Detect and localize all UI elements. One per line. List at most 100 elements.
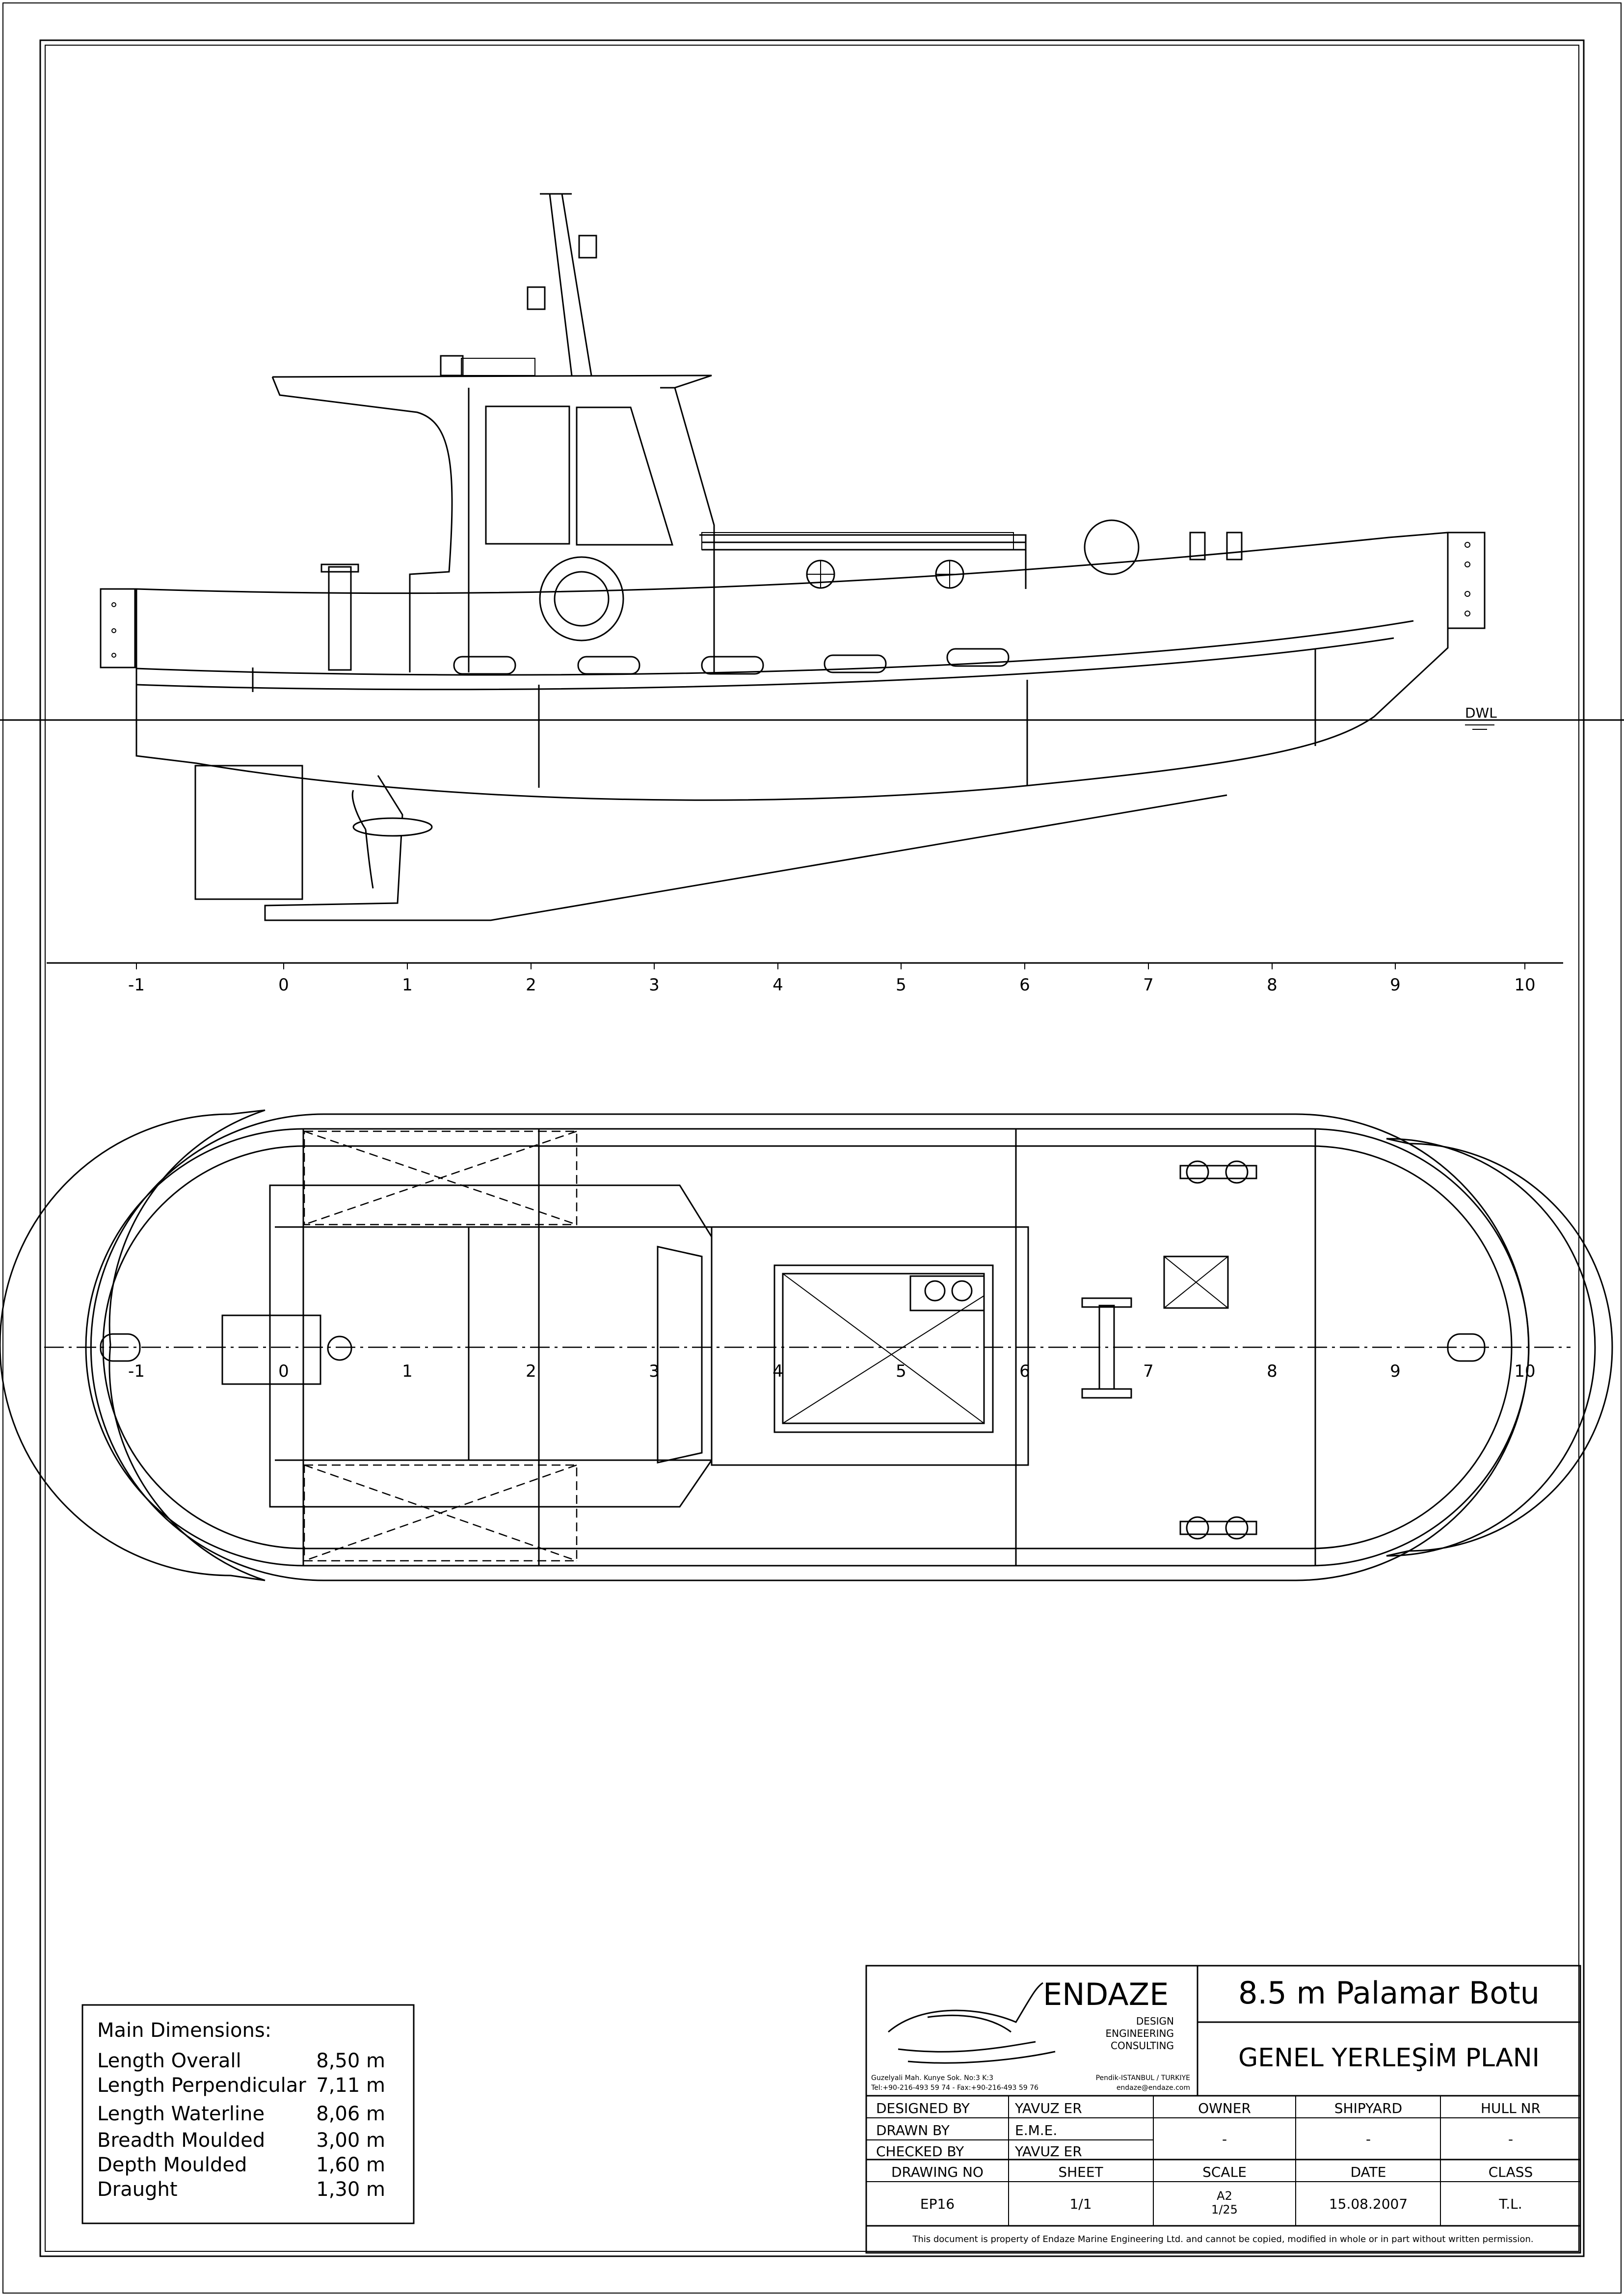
mast — [540, 193, 592, 376]
date-label: DATE — [1351, 2164, 1386, 2180]
sheet-frame-inner-border — [45, 45, 1579, 2252]
class: T.L. — [1498, 2196, 1522, 2212]
hull-nr: - — [1508, 2131, 1513, 2147]
engine-casing — [221, 1314, 321, 1385]
frame-label: 7 — [1143, 975, 1154, 995]
stern-chock — [100, 1333, 141, 1362]
bollard — [1189, 532, 1206, 561]
propeller-blade — [351, 790, 374, 889]
vent-cap — [951, 1280, 973, 1302]
main-dimensions-box: Main Dimensions: Length Overall 8,50 m L… — [81, 2004, 415, 2224]
drawing-title: GENEL YERLEŞİM PLANI — [1238, 2043, 1540, 2073]
exhaust-post — [328, 566, 352, 671]
shipyard: - — [1366, 2131, 1371, 2147]
frame-label: 6 — [1019, 1362, 1030, 1381]
dimension-label: Length Waterline — [97, 2103, 265, 2125]
company-city: Pendik-ISTANBUL / TURKIYE — [1096, 2074, 1190, 2082]
frame-label: 3 — [649, 1362, 660, 1381]
bow-fender — [1386, 1138, 1613, 1557]
company-address: Guzelyali Mah. Kunye Sok. No:3 K:3 — [871, 2074, 993, 2082]
propeller-hub — [352, 817, 433, 837]
bollard-post — [1225, 1516, 1249, 1540]
forward-hatch-cross — [1164, 1256, 1228, 1308]
stern-bulwark — [100, 588, 136, 668]
exhaust-cap — [320, 563, 359, 573]
title-block: ENDAZE DESIGN ENGINEERING CONSULTING Guz… — [865, 1965, 1581, 2254]
bow-bolt — [1464, 591, 1470, 597]
winch-flange — [1081, 1297, 1132, 1308]
mast-light — [578, 235, 597, 259]
stern-fender — [0, 1109, 266, 1581]
dimension-label: Breadth Moulded — [97, 2129, 265, 2152]
frame-label: 9 — [1390, 975, 1401, 995]
frame-label: -1 — [128, 975, 145, 995]
dimension-value: 7,11 m — [316, 2074, 385, 2097]
fuel-tank — [303, 1464, 578, 1562]
plan-wheelhouse-window — [657, 1246, 703, 1464]
scale-ratio: 1/25 — [1211, 2203, 1238, 2216]
plan-deck-edge — [85, 1128, 1530, 1567]
company-service: ENGINEERING — [1106, 2028, 1174, 2039]
copyright-notice: This document is property of Endaze Mari… — [912, 2234, 1533, 2244]
wheelhouse-window — [485, 405, 570, 545]
owner: - — [1222, 2131, 1227, 2147]
frame-label: 8 — [1267, 975, 1278, 995]
lifebuoy-inner — [554, 571, 610, 627]
dimension-value: 8,06 m — [316, 2103, 385, 2125]
profile-frame-ticks — [136, 963, 1525, 969]
frame-label: 6 — [1019, 975, 1030, 995]
fore-deckhouse-top — [711, 1226, 1029, 1466]
frame-label: 4 — [772, 975, 783, 995]
dimension-label: Depth Moulded — [97, 2154, 247, 2176]
bollard-post — [1186, 1516, 1209, 1540]
company-service: CONSULTING — [1111, 2040, 1174, 2052]
rubbing-strake — [136, 637, 1394, 691]
exhaust-opening — [327, 1335, 352, 1361]
frame-label: 0 — [278, 1362, 289, 1381]
hatch-cross — [782, 1273, 985, 1424]
scale-paper: A2 — [1217, 2189, 1232, 2203]
dimension-value: 1,60 m — [316, 2154, 385, 2176]
checked-by-label: CHECKED BY — [876, 2143, 964, 2160]
checked-by: YAVUZ ER — [1014, 2143, 1082, 2160]
dimension-value: 8,50 m — [316, 2050, 385, 2072]
hull-nr-label: HULL NR — [1481, 2100, 1541, 2116]
endaze-logo — [888, 1982, 1056, 2064]
waterline-label: DWL — [1465, 705, 1497, 721]
hull-profile — [135, 532, 1449, 801]
frame-label: 5 — [896, 975, 906, 995]
lifebuoy — [539, 556, 624, 641]
company-email: endaze@endaze.com — [1117, 2084, 1190, 2092]
plan-wheelhouse — [269, 1184, 713, 1508]
scupper — [577, 656, 640, 675]
mast-light — [527, 286, 546, 310]
date: 15.08.2007 — [1329, 2196, 1408, 2212]
sheer-line — [136, 620, 1414, 676]
frame-label: -1 — [128, 1362, 145, 1381]
profile-frame-labels: -1 0 1 2 3 4 5 6 7 8 9 10 — [128, 975, 1536, 995]
scupper — [701, 656, 764, 675]
sheet-label: SHEET — [1058, 2164, 1103, 2180]
company-phone: Tel:+90-216-493 59 74 - Fax:+90-216-493 … — [871, 2084, 1038, 2092]
deck-rail — [701, 532, 1014, 550]
plan-bulwark-inner — [102, 1145, 1513, 1549]
fuel-tank-cross — [304, 1464, 577, 1562]
roof-rail — [461, 358, 535, 376]
forward-hatch — [1163, 1255, 1229, 1309]
bow-bulwark — [1447, 532, 1486, 629]
drawing-no: EP16 — [920, 2196, 955, 2212]
project-title: 8.5 m Palamar Botu — [1238, 1975, 1540, 2011]
hatch-vent — [909, 1275, 985, 1311]
drawing-no-label: DRAWING NO — [891, 2164, 984, 2180]
shipyard-label: SHIPYARD — [1334, 2100, 1402, 2116]
drawn-by-label: DRAWN BY — [876, 2122, 950, 2138]
frame-label: 1 — [402, 1362, 413, 1381]
class-label: CLASS — [1489, 2164, 1533, 2180]
frame-label: 2 — [526, 975, 536, 995]
wheelhouse-window — [576, 406, 674, 546]
wheelhouse-profile — [271, 374, 715, 672]
plan-hull-outline — [90, 1113, 1530, 1581]
keel-skeg — [264, 775, 1227, 921]
bow-chock — [1447, 1333, 1486, 1362]
